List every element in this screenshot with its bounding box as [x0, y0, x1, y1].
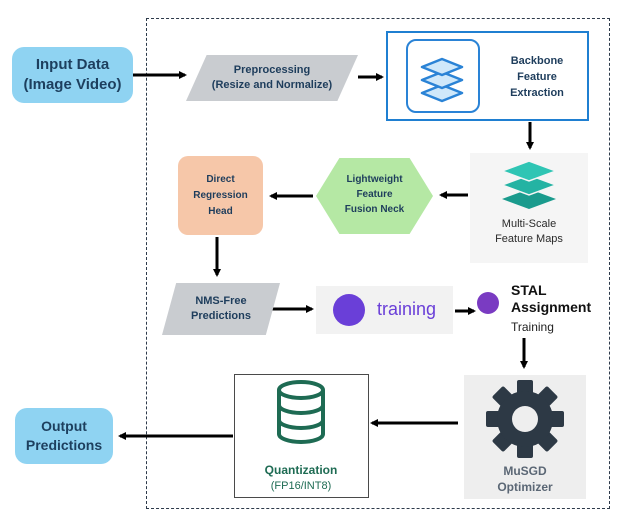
training-label: training	[377, 299, 437, 319]
input-data-node: Input Data (Image Video)	[12, 47, 133, 103]
nms-label: NMS-Free Predictions	[191, 295, 251, 322]
musgd-node: MuSGD Optimizer	[464, 375, 586, 499]
quantization-node: Quantization (FP16/INT8)	[234, 374, 369, 498]
backbone-label: Backbone Feature Extraction	[510, 55, 564, 99]
neck-label: Lightweight Feature Fusion Neck	[344, 174, 405, 215]
database-icon	[277, 380, 325, 444]
gear-icon	[486, 380, 564, 458]
output-predictions-node: Output Predictions	[15, 408, 113, 464]
pipeline-frame	[146, 18, 610, 509]
preprocessing-label: Preprocessing (Resize and Normalize)	[211, 64, 333, 91]
stal-subtitle: Training	[511, 320, 554, 334]
quantization-title: Quantization	[264, 463, 338, 477]
multiscale-node: Multi-Scale Feature Maps	[470, 153, 588, 263]
head-node	[178, 156, 263, 235]
stal-dot-icon	[477, 292, 499, 314]
training-node: training	[316, 286, 453, 334]
nms-node	[162, 283, 280, 335]
head-label: Direct Regression Head	[193, 174, 248, 217]
multiscale-label: Multi-Scale Feature Maps	[495, 218, 563, 245]
quantization-subtitle: (FP16/INT8)	[270, 480, 332, 492]
preprocessing-node	[186, 55, 358, 101]
stal-title: STAL Assignment	[511, 282, 592, 315]
stacked-layers-icon	[500, 160, 558, 209]
backbone-node: Backbone Feature Extraction	[386, 31, 589, 121]
neck-node	[316, 158, 433, 234]
layers-icon	[406, 39, 480, 113]
training-dot-icon	[333, 294, 365, 326]
musgd-label: MuSGD Optimizer	[497, 464, 553, 494]
